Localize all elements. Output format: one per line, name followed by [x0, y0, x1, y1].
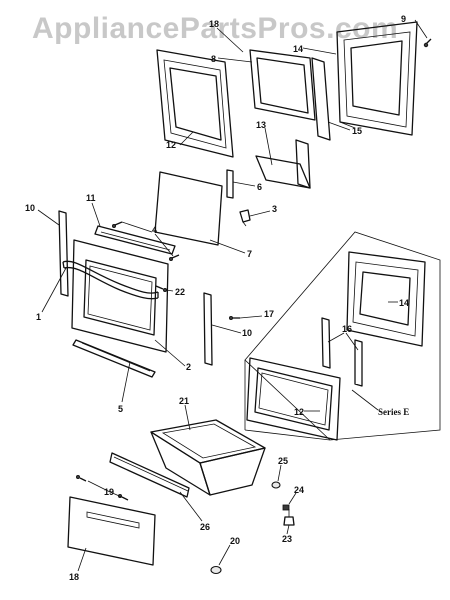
drawer-front-panel: [67, 496, 156, 566]
leveling-foot: [210, 565, 222, 575]
small-screw: [228, 315, 240, 320]
series-e-box: Series E: [244, 231, 441, 441]
callout-4: 4: [152, 225, 157, 235]
callout-24: 24: [294, 485, 304, 495]
hinge-screw: [155, 285, 167, 292]
spacer: [226, 169, 234, 199]
callout-16: 16: [342, 324, 352, 334]
glass-panel: [154, 171, 223, 246]
door-bracket: [255, 139, 311, 189]
callout-11: 11: [86, 193, 96, 203]
door-side-strip-right: [203, 292, 213, 366]
callout-7: 7: [247, 249, 252, 259]
callout-10-mid: 10: [242, 328, 252, 338]
bottom-vent-strip: [72, 339, 156, 378]
callout-20: 20: [230, 536, 240, 546]
door-top-trim: [94, 225, 176, 255]
callout-10-left: 10: [25, 203, 35, 213]
callout-3: 3: [272, 204, 277, 214]
series-e-inner-liner: [346, 251, 426, 347]
outer-door-front: [71, 239, 169, 353]
inner-door-liner: [336, 21, 418, 136]
callout-13: 13: [256, 120, 266, 130]
callout-5: 5: [118, 404, 123, 414]
series-e-spacers: [321, 317, 363, 387]
series-e-label: Series E: [378, 407, 409, 417]
callout-labels: 18 8 9 14 15 12 13 6 3 7 10 11 4 1 22 2 …: [25, 14, 409, 582]
door-handle: [62, 260, 159, 300]
callout-23: 23: [282, 534, 292, 544]
callout-6: 6: [257, 182, 262, 192]
callout-2: 2: [186, 362, 191, 372]
callout-22: 22: [175, 287, 185, 297]
callout-12-top: 12: [166, 140, 176, 150]
trim-screws: [112, 221, 180, 261]
callout-12-series: 12: [294, 407, 304, 417]
callout-25: 25: [278, 456, 288, 466]
inner-window-frame: [249, 49, 316, 121]
callout-18: 18: [69, 572, 79, 582]
callout-26: 26: [200, 522, 210, 532]
callout-19: 19: [104, 487, 114, 497]
drawer-rail: [109, 452, 190, 498]
callout-17: 17: [264, 309, 274, 319]
callout-1: 1: [36, 312, 41, 322]
callout-8: 8: [211, 54, 216, 64]
storage-drawer: [150, 419, 266, 496]
screw: [423, 38, 432, 48]
leveling-leg-parts: [271, 481, 295, 526]
outer-door-panel: [156, 49, 234, 158]
callout-14-series: 14: [399, 298, 409, 308]
callout-9: 9: [401, 14, 406, 24]
frame-strip: [311, 57, 331, 141]
callout-14-top: 14: [293, 44, 303, 54]
callout-21: 21: [179, 396, 189, 406]
callout-18-top: 18: [209, 19, 219, 29]
callout-15: 15: [352, 126, 362, 136]
series-e-outer-frame: [246, 357, 341, 441]
clip: [239, 209, 251, 227]
leader-lines: [37, 19, 428, 572]
door-side-strip-left: [58, 210, 69, 297]
